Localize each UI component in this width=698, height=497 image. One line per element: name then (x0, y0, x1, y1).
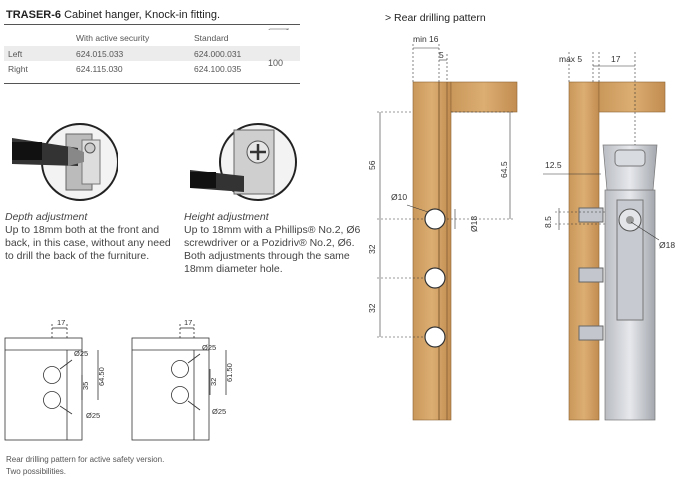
cell-standard: 624.100.035 (190, 61, 288, 76)
cell-active: 624.115.030 (72, 61, 190, 76)
product-title: TRASER-6 Cabinet hanger, Knock-in fittin… (6, 9, 220, 21)
height-heading: Height adjustment (184, 211, 269, 223)
height-adjust-illustration (190, 123, 297, 201)
dim-max5: max 5 (559, 54, 582, 64)
dim-56: 56 (367, 160, 377, 170)
dim-dia25-left-bottom: Ø25 (86, 411, 100, 420)
dim-dia25-right-top: Ø25 (202, 343, 216, 352)
row-label: Right (4, 61, 72, 76)
col-standard: Standard (190, 30, 288, 46)
depth-text: Up to 18mm both at the front and back, i… (5, 224, 171, 262)
spec-table: With active security Standard Left 624.0… (4, 30, 300, 76)
dim-dia18-side: Ø18 (659, 240, 675, 250)
product-code: TRASER-6 (6, 9, 62, 21)
dim-32-a: 32 (367, 244, 377, 254)
table-row: Left 624.015.033 624.000.031 (4, 46, 300, 61)
title-rule (4, 24, 300, 25)
depth-adjust-illustration (12, 123, 118, 201)
depth-adjust-caption: Depth adjustment Up to 18mm both at the … (5, 211, 177, 263)
cell-active: 624.015.033 (72, 46, 190, 61)
dim-min16: min 16 (413, 34, 439, 44)
dim-17-side: 17 (611, 54, 621, 64)
small-drilling-diagrams: 17 Ø25 35 64.50 Ø25 17 Ø25 32 61.50 Ø25 (4, 318, 234, 441)
dim-6150-right: 61.50 (225, 363, 234, 382)
dim-12-5: 12.5 (545, 160, 562, 170)
row-label: Left (4, 46, 72, 61)
section-title: > Rear drilling pattern (385, 12, 486, 24)
height-adjust-caption: Height adjustment Up to 18mm with a Phil… (184, 211, 364, 276)
footnote-line-1: Rear drilling pattern for active safety … (6, 455, 165, 464)
cell-standard: 624.000.031 (190, 46, 288, 61)
rear-drilling-main-drawing: min 16 5 56 64.5 Ø10 Ø18 32 32 (367, 34, 518, 421)
dim-dia18-main: Ø18 (469, 216, 479, 232)
dim-8-5: 8.5 (543, 216, 553, 228)
footnote: Rear drilling pattern for active safety … (6, 454, 164, 478)
col-active-security: With active security (72, 30, 190, 46)
footnote-line-2: Two possibilities. (6, 467, 67, 476)
dim-6450-left: 64.50 (97, 367, 106, 386)
dim-5: 5 (439, 50, 444, 60)
table-bottom-rule (4, 83, 300, 84)
table-row: Right 624.115.030 624.100.035 (4, 61, 300, 76)
dim-17-left: 17 (57, 318, 65, 327)
dim-32-right: 32 (209, 378, 218, 386)
dim-32-b: 32 (367, 303, 377, 313)
product-name: Cabinet hanger, Knock-in fitting. (61, 9, 220, 21)
dim-dia10: Ø10 (391, 192, 407, 202)
dim-17-right: 17 (184, 318, 192, 327)
dim-35-left: 35 (81, 382, 90, 390)
dim-64-5: 64.5 (499, 161, 509, 178)
quantity: 100 (268, 58, 284, 68)
dim-dia25-left-top: Ø25 (74, 349, 88, 358)
rear-drilling-side-drawing: max 5 17 12.5 8.5 Ø18 (543, 52, 675, 421)
height-text: Up to 18mm with a Phillips® No.2, Ø6 scr… (184, 224, 361, 275)
dim-dia25-right-bottom: Ø25 (212, 407, 226, 416)
depth-heading: Depth adjustment (5, 211, 88, 223)
